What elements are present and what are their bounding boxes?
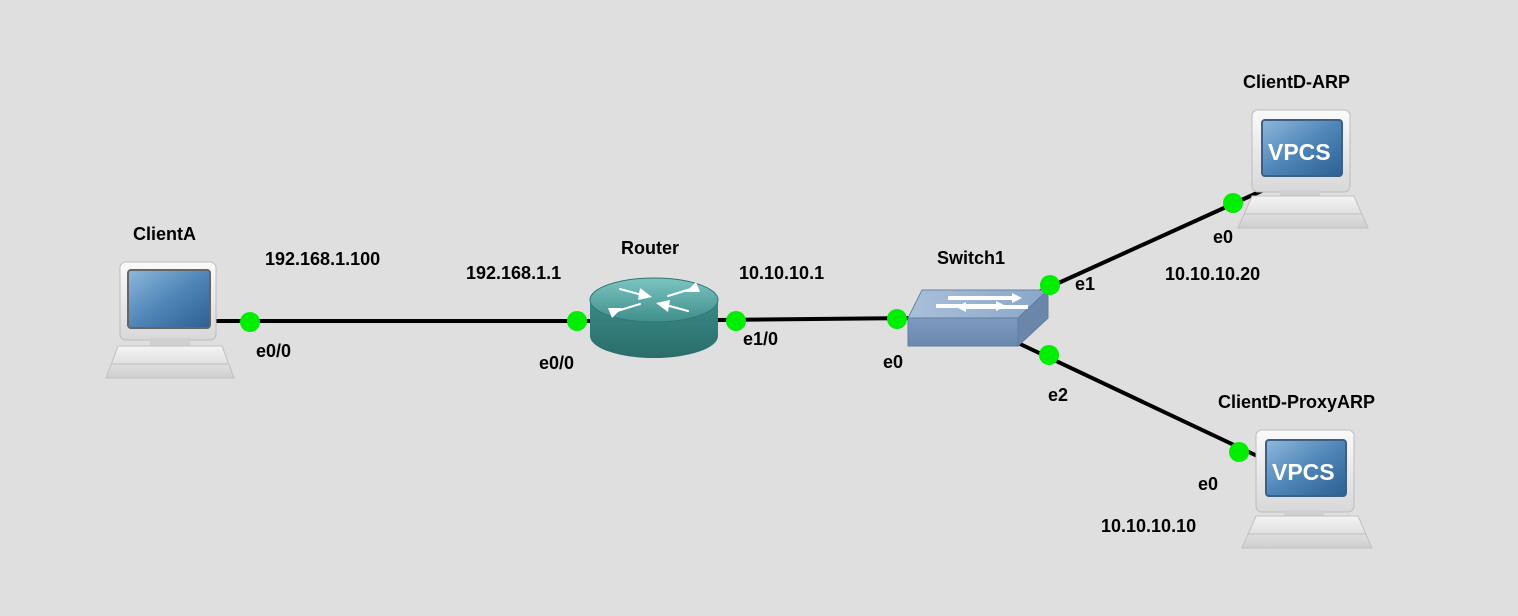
- port-status-dot[interactable]: [1229, 442, 1249, 462]
- vpcs-badge: VPCS: [1272, 459, 1335, 485]
- node-label-router: Router: [621, 238, 679, 258]
- ip-label: 192.168.1.100: [265, 249, 380, 269]
- ip-label: 10.10.10.1: [739, 263, 824, 283]
- port-label: e0/0: [256, 341, 291, 361]
- ip-label: 10.10.10.20: [1165, 264, 1260, 284]
- node-router[interactable]: Router: [589, 238, 719, 358]
- vpcs-badge: VPCS: [1268, 139, 1331, 165]
- port-label: e0: [1198, 474, 1218, 494]
- port-status-dot[interactable]: [240, 312, 260, 332]
- switch-icon: [907, 288, 1050, 348]
- node-clientd-arp[interactable]: VPCS ClientD-ARP: [1237, 72, 1369, 229]
- link-labels: 192.168.1.100 e0/0 192.168.1.1 e0/0 10.1…: [256, 227, 1260, 536]
- port-status-dot[interactable]: [1039, 345, 1059, 365]
- router-icon: [589, 277, 719, 358]
- port-status-dot[interactable]: [887, 309, 907, 329]
- node-label-switch1: Switch1: [937, 248, 1005, 268]
- port-status-dot[interactable]: [1223, 193, 1243, 213]
- links: [210, 186, 1271, 464]
- port-dots: [240, 193, 1249, 462]
- port-label: e2: [1048, 385, 1068, 405]
- port-status-dot[interactable]: [1040, 275, 1060, 295]
- node-switch1[interactable]: Switch1: [907, 248, 1050, 348]
- vpcs-icon: VPCS: [1241, 429, 1373, 549]
- ip-label: 10.10.10.10: [1101, 516, 1196, 536]
- port-label: e0/0: [539, 353, 574, 373]
- port-status-dot[interactable]: [567, 311, 587, 331]
- computer-icon: [105, 261, 235, 379]
- node-label-clientd-arp: ClientD-ARP: [1243, 72, 1350, 92]
- node-label-clientd-proxyarp: ClientD-ProxyARP: [1218, 392, 1375, 412]
- ip-label: 192.168.1.1: [466, 263, 561, 283]
- port-status-dot[interactable]: [726, 311, 746, 331]
- port-label: e1: [1075, 274, 1095, 294]
- port-label: e0: [883, 352, 903, 372]
- link-switch1-clientd-proxyarp[interactable]: [1017, 341, 1271, 464]
- port-label: e0: [1213, 227, 1233, 247]
- link-router-switch1[interactable]: [717, 316, 913, 322]
- node-label-clienta: ClientA: [133, 224, 196, 244]
- node-clienta[interactable]: ClientA: [105, 224, 235, 379]
- node-clientd-proxyarp[interactable]: VPCS ClientD-ProxyARP: [1218, 392, 1375, 549]
- port-label: e1/0: [743, 329, 778, 349]
- vpcs-icon: VPCS: [1237, 109, 1369, 229]
